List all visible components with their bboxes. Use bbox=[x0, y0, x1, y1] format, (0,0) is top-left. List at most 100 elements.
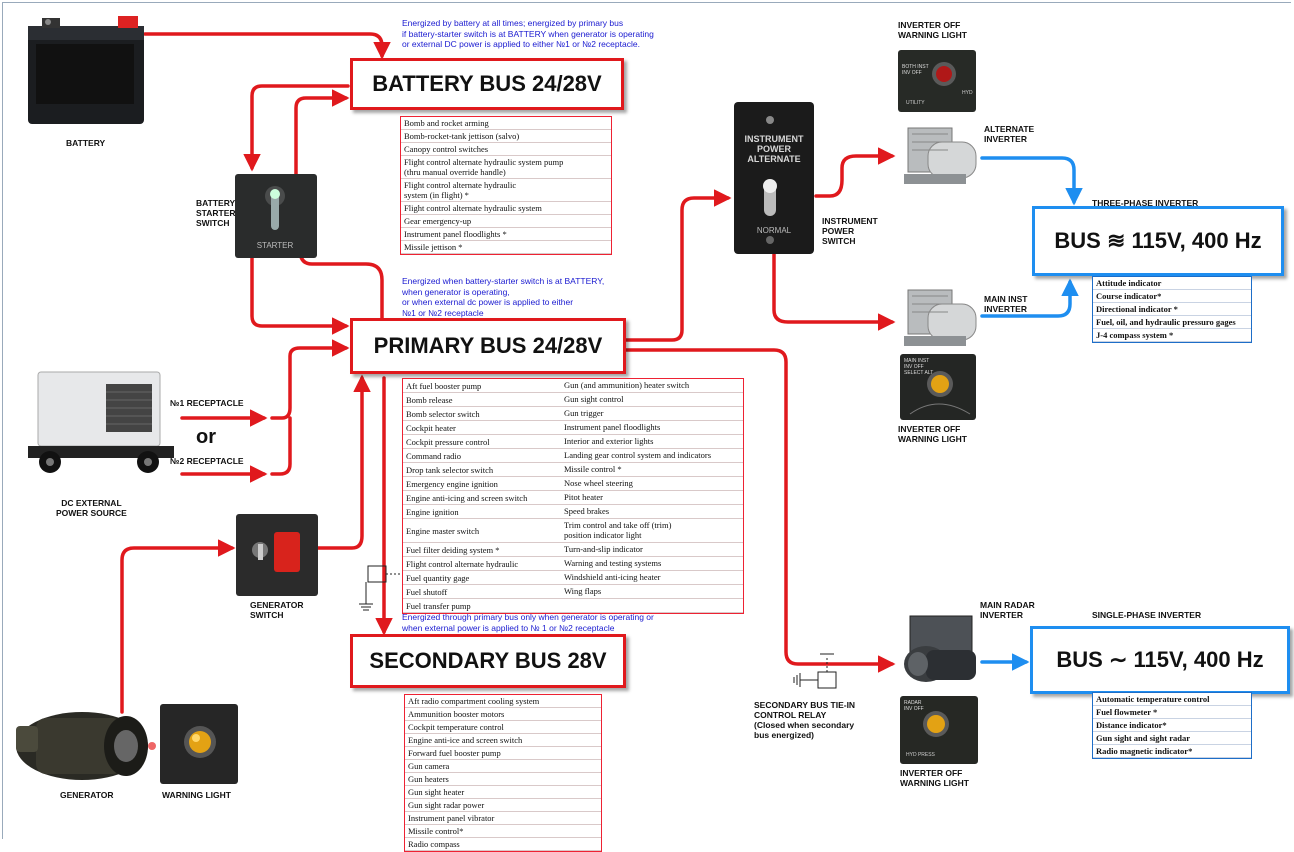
load-item: Fuel flowmeter * bbox=[1093, 706, 1251, 719]
load-item: Pitot heater bbox=[561, 491, 743, 505]
main-inst-inverter-image bbox=[898, 282, 980, 354]
load-item: Nose wheel steering bbox=[561, 477, 743, 491]
wire-starter-to-primary-bus bbox=[250, 238, 350, 335]
load-item: Missile control * bbox=[561, 463, 743, 477]
load-item: Radio compass bbox=[405, 838, 601, 851]
load-item: Gun sight radar power bbox=[405, 799, 601, 812]
load-item: Attitude indicator bbox=[1093, 277, 1251, 290]
alternate-inverter-label: ALTERNATE INVERTER bbox=[984, 124, 1035, 144]
hyd-panel-text: HYD bbox=[962, 90, 973, 96]
instrument-power-switch-image[interactable]: INSTRUMENT POWER ALTERNATE NORMAL bbox=[734, 102, 814, 254]
load-item: Flight control alternate hydraulic bbox=[403, 557, 561, 571]
or-label: or bbox=[196, 426, 216, 448]
load-item: Bomb selector switch bbox=[403, 407, 561, 421]
normal-panel-text: NORMAL bbox=[756, 226, 792, 235]
wire-primary-to-relay bbox=[622, 348, 896, 673]
wire-generator-to-switch bbox=[120, 539, 236, 714]
secondary-bus-note: Energized through primary bus only when … bbox=[402, 612, 654, 633]
tie-in-relay-symbol bbox=[793, 653, 837, 689]
load-item: Bomb and rocket arming bbox=[401, 117, 611, 130]
load-item: Drop tank selector switch bbox=[403, 463, 561, 477]
load-item: Speed brakes bbox=[561, 505, 743, 519]
battery-image bbox=[22, 14, 150, 126]
receptacle1-label: №1 RECEPTACLE bbox=[170, 398, 244, 408]
wire-switch-to-alt-inverter bbox=[814, 147, 896, 198]
single-phase-bus: BUS ∼ 115V, 400 Hz bbox=[1030, 626, 1290, 694]
inverter-off-top-label: INVERTER OFF WARNING LIGHT bbox=[898, 20, 967, 40]
load-item: Interior and exterior lights bbox=[561, 435, 743, 449]
load-item: Landing gear control system and indicato… bbox=[561, 449, 743, 463]
load-item: Engine anti-icing and screen switch bbox=[403, 491, 561, 505]
inverter-off-light-top-image: BOTH INST INV OFF UTILITY HYD bbox=[898, 50, 976, 112]
load-item: Gun (and ammunition) heater switch bbox=[561, 379, 743, 393]
wire-switch-to-main-inverter bbox=[772, 250, 896, 331]
receptacle2-label: №2 RECEPTACLE bbox=[170, 456, 244, 466]
load-item: Instrument panel vibrator bbox=[405, 812, 601, 825]
three-phase-inverter-label: THREE-PHASE INVERTER bbox=[1092, 198, 1199, 208]
load-item: Trim control and take off (trim) positio… bbox=[561, 519, 743, 543]
load-item: Command radio bbox=[403, 449, 561, 463]
inverter-off-mid-label: INVERTER OFF WARNING LIGHT bbox=[898, 424, 967, 444]
load-item: Emergency engine ignition bbox=[403, 477, 561, 491]
battery-bus-note: Energized by battery at all times; energ… bbox=[402, 18, 654, 49]
battery-bus: BATTERY BUS 24/28V bbox=[350, 58, 624, 110]
load-item: Fuel transfer pump bbox=[403, 599, 561, 613]
load-item: Aft radio compartment cooling system bbox=[405, 695, 601, 708]
load-item: Fuel, oil, and hydraulic pressuro gages bbox=[1093, 316, 1251, 329]
load-item: Flight control alternate hydraulic syste… bbox=[401, 156, 611, 179]
load-item: Flight control alternate hydraulic syste… bbox=[401, 179, 611, 202]
generator-image bbox=[6, 700, 158, 788]
load-item: Ammunition booster motors bbox=[405, 708, 601, 721]
load-item: Cockpit heater bbox=[403, 421, 561, 435]
main-radar-inverter-label: MAIN RADAR INVERTER bbox=[980, 600, 1035, 620]
generator-switch-image[interactable] bbox=[236, 514, 318, 596]
load-item: Missile control* bbox=[405, 825, 601, 838]
radar-panel-text: RADAR INV OFF bbox=[904, 700, 924, 712]
load-item: J-4 compass system * bbox=[1093, 329, 1251, 342]
load-item: Turn-and-slip indicator bbox=[561, 543, 743, 557]
load-item: Canopy control switches bbox=[401, 143, 611, 156]
load-item: Warning and testing systems bbox=[561, 557, 743, 571]
primary-bus: PRIMARY BUS 24/28V bbox=[350, 318, 626, 374]
wire-receptacles-to-primary bbox=[270, 339, 350, 420]
wire-starter-to-battery-bus bbox=[294, 89, 350, 182]
load-item: Gun sight control bbox=[561, 393, 743, 407]
battery-starter-switch-image[interactable]: STARTER bbox=[235, 174, 317, 258]
wire-alt-inverter-to-3ph-bus bbox=[980, 156, 1083, 206]
load-item: Flight control alternate hydraulic syste… bbox=[401, 202, 611, 215]
three-phase-bus: BUS ≋ 115V, 400 Hz bbox=[1032, 206, 1284, 276]
diagram-frame bbox=[2, 2, 1291, 839]
load-item: Fuel quantity gage bbox=[403, 571, 561, 585]
warning-light-label: WARNING LIGHT bbox=[162, 790, 231, 800]
inverter-off-bottom-label: INVERTER OFF WARNING LIGHT bbox=[900, 768, 969, 788]
dc-external-power-image bbox=[20, 364, 180, 476]
battery-label: BATTERY bbox=[66, 138, 106, 148]
load-item: Missile jettison * bbox=[401, 241, 611, 254]
wire-battery-to-battery-bus bbox=[143, 32, 391, 60]
single-phase-inverter-label: SINGLE-PHASE INVERTER bbox=[1092, 610, 1202, 620]
load-item: Gun sight heater bbox=[405, 786, 601, 799]
load-item: Radio magnetic indicator* bbox=[1093, 745, 1251, 758]
main-inst-inverter-label: MAIN INST INVERTER bbox=[984, 294, 1028, 314]
load-item: Bomb-rocket-tank jettison (salvo) bbox=[401, 130, 611, 143]
generator-label: GENERATOR bbox=[60, 790, 114, 800]
wire-gen-switch-to-primary bbox=[316, 374, 371, 550]
utility-panel-text: UTILITY bbox=[906, 100, 925, 106]
primary-bus-note: Energized when battery-starter switch is… bbox=[402, 276, 605, 318]
load-item: Directional indicator * bbox=[1093, 303, 1251, 316]
inverter-off-light-mid-image: MAIN INST INV OFF SELECT ALT bbox=[900, 354, 976, 420]
load-item: Cockpit temperature control bbox=[405, 721, 601, 734]
tie-in-relay-label: SECONDARY BUS TIE-IN CONTROL RELAY (Clos… bbox=[754, 700, 856, 740]
load-item: Fuel filter deiding system * bbox=[403, 543, 561, 557]
load-item: Forward fuel booster pump bbox=[405, 747, 601, 760]
load-item: Gear emergency-up bbox=[401, 215, 611, 228]
load-item: Gun sight and sight radar bbox=[1093, 732, 1251, 745]
alternate-inverter-image bbox=[898, 120, 980, 192]
instrument-power-panel-text: INSTRUMENT POWER ALTERNATE bbox=[744, 134, 804, 164]
dc-external-label: DC EXTERNAL POWER SOURCE bbox=[56, 498, 127, 518]
load-item: Instrument panel floodlights bbox=[561, 421, 743, 435]
